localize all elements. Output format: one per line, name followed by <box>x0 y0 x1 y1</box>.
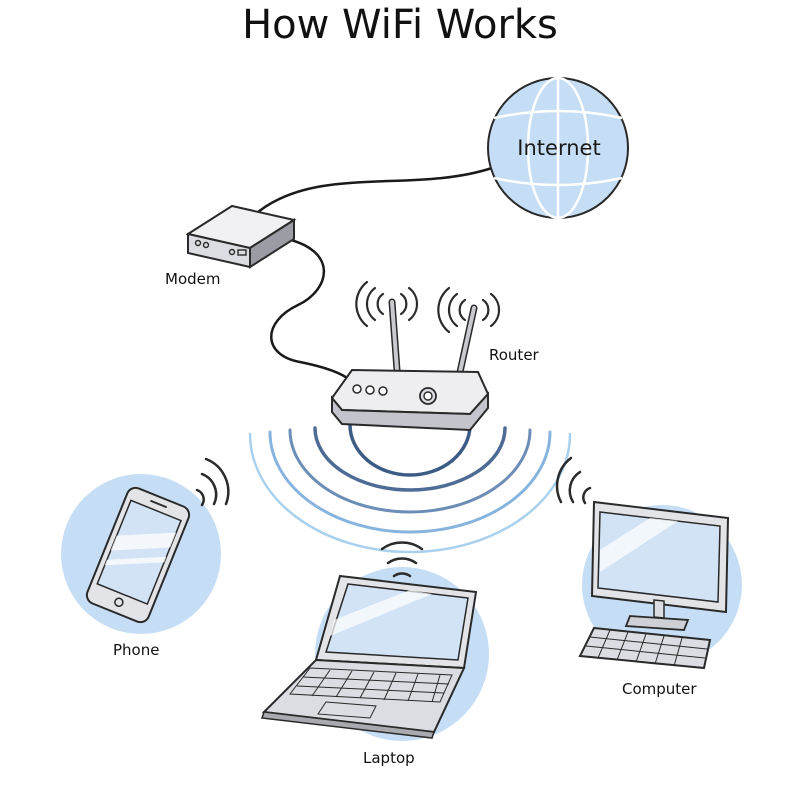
laptop-label: Laptop <box>363 749 415 767</box>
internet-label: Internet <box>517 136 601 160</box>
phone-label: Phone <box>113 641 160 659</box>
modem-label: Modem <box>165 270 221 288</box>
smartphone-icon <box>61 457 230 634</box>
router-wifi-waves <box>248 423 572 554</box>
cable-modem-router <box>270 236 351 382</box>
laptop-icon <box>260 541 489 741</box>
router-icon <box>330 280 501 432</box>
desktop-computer-icon <box>555 456 742 670</box>
diagram-title: How WiFi Works <box>242 2 558 48</box>
cable-internet-modem <box>247 166 493 223</box>
globe-icon <box>487 76 629 220</box>
modem-icon <box>185 204 297 269</box>
computer-label: Computer <box>622 680 697 698</box>
router-label: Router <box>489 346 539 364</box>
